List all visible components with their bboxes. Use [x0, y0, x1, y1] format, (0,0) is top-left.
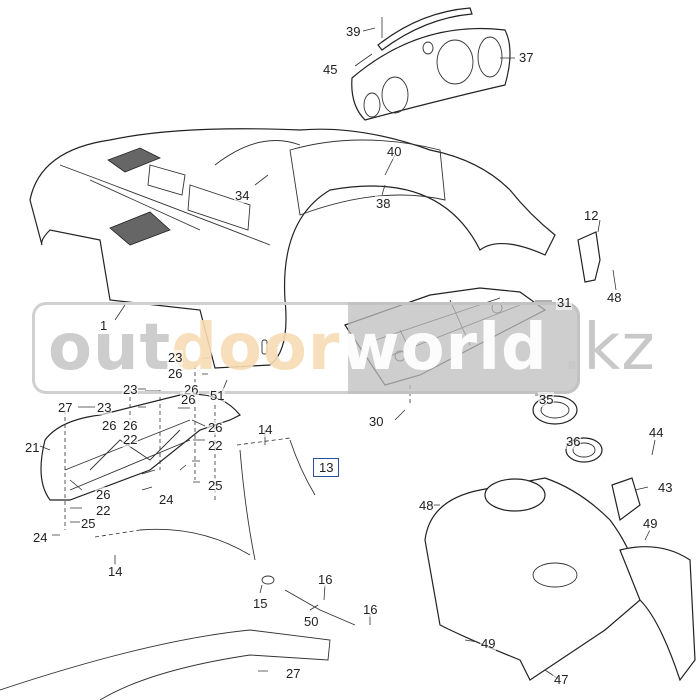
callout-24: 24	[32, 530, 49, 545]
callout-31: 31	[556, 295, 573, 310]
callout-27: 27	[57, 400, 74, 415]
callout-26: 26	[95, 487, 112, 502]
callout-43: 43	[657, 480, 674, 495]
callout-22: 22	[207, 438, 224, 453]
callout-23: 23	[167, 350, 184, 365]
callout-34: 34	[234, 188, 251, 203]
callout-26: 26	[180, 392, 197, 407]
rod-part-50	[284, 589, 356, 626]
callout-25: 25	[207, 478, 224, 493]
callout-26: 26	[101, 418, 118, 433]
callout-49: 49	[642, 516, 659, 531]
gasket-part-43	[611, 477, 641, 522]
callout-22: 22	[95, 503, 112, 518]
callout-35: 35	[538, 392, 555, 407]
callout-51: 51	[209, 388, 226, 403]
watermark-out: out	[48, 311, 172, 385]
frame-part-21	[40, 393, 241, 501]
instrument-cluster-part-37	[351, 7, 511, 121]
callout-23: 23	[122, 382, 139, 397]
callout-26: 26	[207, 420, 224, 435]
watermark-kz: .kz	[561, 311, 656, 385]
callout-26: 26	[122, 418, 139, 433]
callout-26: 26	[167, 366, 184, 381]
callout-16: 16	[362, 602, 379, 617]
callout-45: 45	[322, 62, 339, 77]
watermark-door: door	[171, 311, 341, 385]
hood-part-1	[29, 128, 556, 369]
spring-part-14a	[236, 437, 291, 446]
callout-23: 23	[96, 400, 113, 415]
callout-30: 30	[368, 414, 385, 429]
callout-48: 48	[418, 498, 435, 513]
callout-49: 49	[480, 636, 497, 651]
callout-15: 15	[252, 596, 269, 611]
callout-48: 48	[606, 290, 623, 305]
callout-38: 38	[375, 196, 392, 211]
callout-16: 16	[317, 572, 334, 587]
watermark-text: outdoorworld.kz	[48, 308, 656, 388]
callout-44: 44	[648, 425, 665, 440]
callout-13: 13	[313, 458, 340, 477]
callout-22: 22	[122, 432, 139, 447]
callout-39: 39	[345, 24, 362, 39]
watermark-block	[348, 302, 580, 394]
callout-40: 40	[386, 144, 403, 159]
callout-27: 27	[285, 666, 302, 681]
airbox-part-47	[424, 477, 696, 682]
callout-14: 14	[107, 564, 124, 579]
watermark-world: world	[340, 311, 548, 385]
callout-37: 37	[518, 50, 535, 65]
callout-24: 24	[158, 492, 175, 507]
callout-12: 12	[583, 208, 600, 223]
bracket-part-12	[577, 231, 601, 283]
callout-21: 21	[24, 440, 41, 455]
callout-25: 25	[80, 516, 97, 531]
callout-50: 50	[303, 614, 320, 629]
spring-part-14b	[94, 529, 141, 538]
callout-36: 36	[565, 434, 582, 449]
bottom-rail	[0, 629, 331, 700]
callout-47: 47	[553, 672, 570, 687]
callout-1: 1	[99, 318, 109, 333]
callout-14: 14	[257, 422, 274, 437]
